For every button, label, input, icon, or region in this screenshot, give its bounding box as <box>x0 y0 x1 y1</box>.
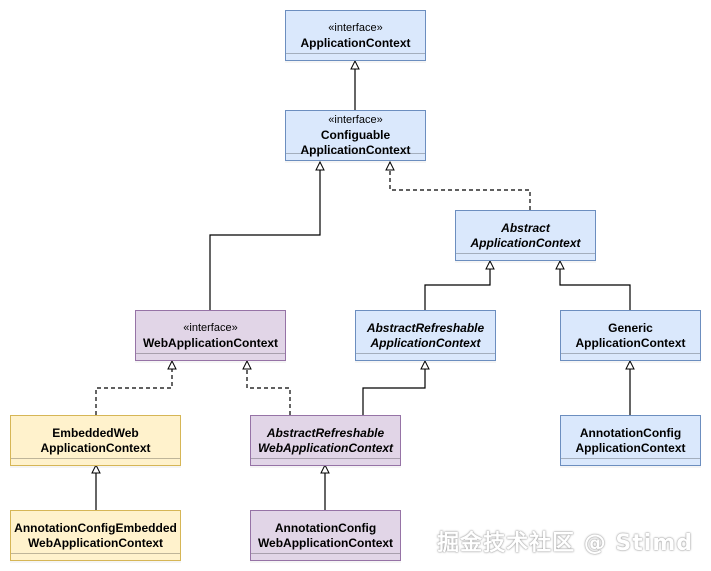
class-name-line1: WebApplicationContext <box>142 335 279 350</box>
node-annotation-config-application-context: AnnotationConfig ApplicationContext <box>560 415 701 466</box>
node-generic-application-context: Generic ApplicationContext <box>560 310 701 361</box>
stereotype-label: «interface» <box>328 114 383 126</box>
node-abstract-refreshable-application-context: AbstractRefreshable ApplicationContext <box>355 310 496 361</box>
class-name-line2: ApplicationContext <box>300 143 411 157</box>
node-application-context: «interface» ApplicationContext <box>285 10 426 61</box>
class-name-line1: EmbeddedWeb <box>52 425 139 440</box>
edge-embeddedweb-implements-web <box>95 359 177 415</box>
class-name-line2: ApplicationContext <box>575 335 686 350</box>
node-abstract-application-context: Abstract ApplicationContext <box>455 210 596 261</box>
node-configurable-application-context: «interface» Configuable ApplicationConte… <box>285 110 426 161</box>
node-abstract-refreshable-web-application-context: AbstractRefreshable WebApplicationContex… <box>250 415 401 466</box>
edge-refreshable-extends-abstract <box>424 259 495 310</box>
edge-annotationembedded-extends-embeddedweb <box>91 463 101 510</box>
watermark-text: 掘金技术社区 @ Stimd <box>437 531 693 556</box>
edge-web-extends-configurable <box>209 160 325 310</box>
edge-generic-extends-abstract <box>555 259 631 310</box>
class-name-line2: ApplicationContext <box>470 235 581 250</box>
edge-annotationconfig-extends-generic <box>625 359 635 415</box>
edge-abstract-implements-configurable <box>385 160 531 210</box>
class-name-line1: Generic <box>608 320 653 335</box>
class-name-line2: WebApplicationContext <box>257 440 394 455</box>
class-name-line1: AnnotationConfigEmbedded <box>14 520 177 535</box>
node-embedded-web-application-context: EmbeddedWeb ApplicationContext <box>10 415 181 466</box>
class-name-line1: AbstractRefreshable <box>266 425 385 440</box>
class-name-line1: Configuable <box>320 128 391 142</box>
class-name-line2: ApplicationContext <box>40 440 151 455</box>
stereotype-label: «interface» <box>183 321 238 334</box>
edge-refreshableweb-implements-web <box>242 359 291 415</box>
class-name-line2: WebApplicationContext <box>27 535 164 550</box>
class-name-line1: AbstractRefreshable <box>366 320 485 335</box>
edge-configurable-extends-applicationcontext <box>350 59 360 110</box>
edge-refreshableweb-extends-refreshable <box>362 359 430 415</box>
stereotype-label: «interface» <box>328 21 383 34</box>
class-name-line1: AnnotationConfig <box>579 425 682 440</box>
class-name-line2: ApplicationContext <box>370 335 481 350</box>
class-name-line2: ApplicationContext <box>575 440 686 455</box>
class-name-line1: Abstract <box>501 220 550 235</box>
class-name-line1: ApplicationContext <box>300 35 411 50</box>
node-web-application-context: «interface» WebApplicationContext <box>135 310 286 361</box>
class-name-line1: AnnotationConfig <box>274 520 377 535</box>
class-name-line2: WebApplicationContext <box>257 535 394 550</box>
node-annotation-config-web-application-context: AnnotationConfig WebApplicationContext <box>250 510 401 561</box>
edge-annotationweb-extends-refreshableweb <box>320 463 330 510</box>
node-annotation-config-embedded-web-application-context: AnnotationConfigEmbedded WebApplicationC… <box>10 510 181 561</box>
